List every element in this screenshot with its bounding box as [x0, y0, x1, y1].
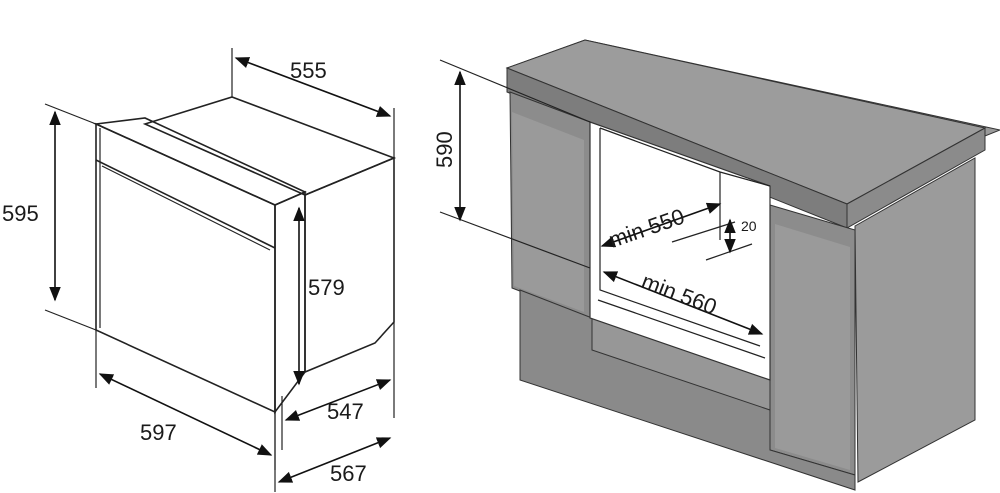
cabinet-right-panel-face [775, 224, 850, 470]
worktop-side-edge [846, 127, 986, 229]
oven-drawing [93, 96, 397, 415]
dimension-579: 579 [293, 206, 345, 386]
dim-label-579: 579 [308, 275, 345, 300]
oven-front-bezel [93, 117, 307, 206]
cabinet-left-panel-face [512, 112, 584, 312]
oven-panel-line [95, 159, 276, 249]
dimension-547: 547 [281, 322, 395, 450]
dimension-20: 20 [671, 218, 757, 261]
dimension-590: 590 [432, 59, 591, 269]
oven-panel-line-2 [101, 165, 271, 251]
dim-label-595: 595 [2, 201, 39, 226]
cabinet-side-panel [854, 157, 976, 483]
dimension-555: 555 [231, 48, 395, 158]
oven-side-body [304, 156, 395, 374]
dimension-595: 595 [2, 103, 97, 331]
dim-label-590: 590 [432, 131, 457, 168]
dim-label-20: 20 [741, 218, 757, 234]
dim-label-597: 597 [140, 420, 177, 445]
oven-top-surface [142, 96, 397, 196]
dim-label-567: 567 [330, 461, 367, 486]
oven-front-face [95, 122, 276, 414]
dimension-567: 567 [274, 412, 392, 492]
dim-label-555: 555 [290, 58, 327, 83]
oven-front-edge [274, 190, 306, 415]
dim-label-547: 547 [327, 399, 364, 424]
